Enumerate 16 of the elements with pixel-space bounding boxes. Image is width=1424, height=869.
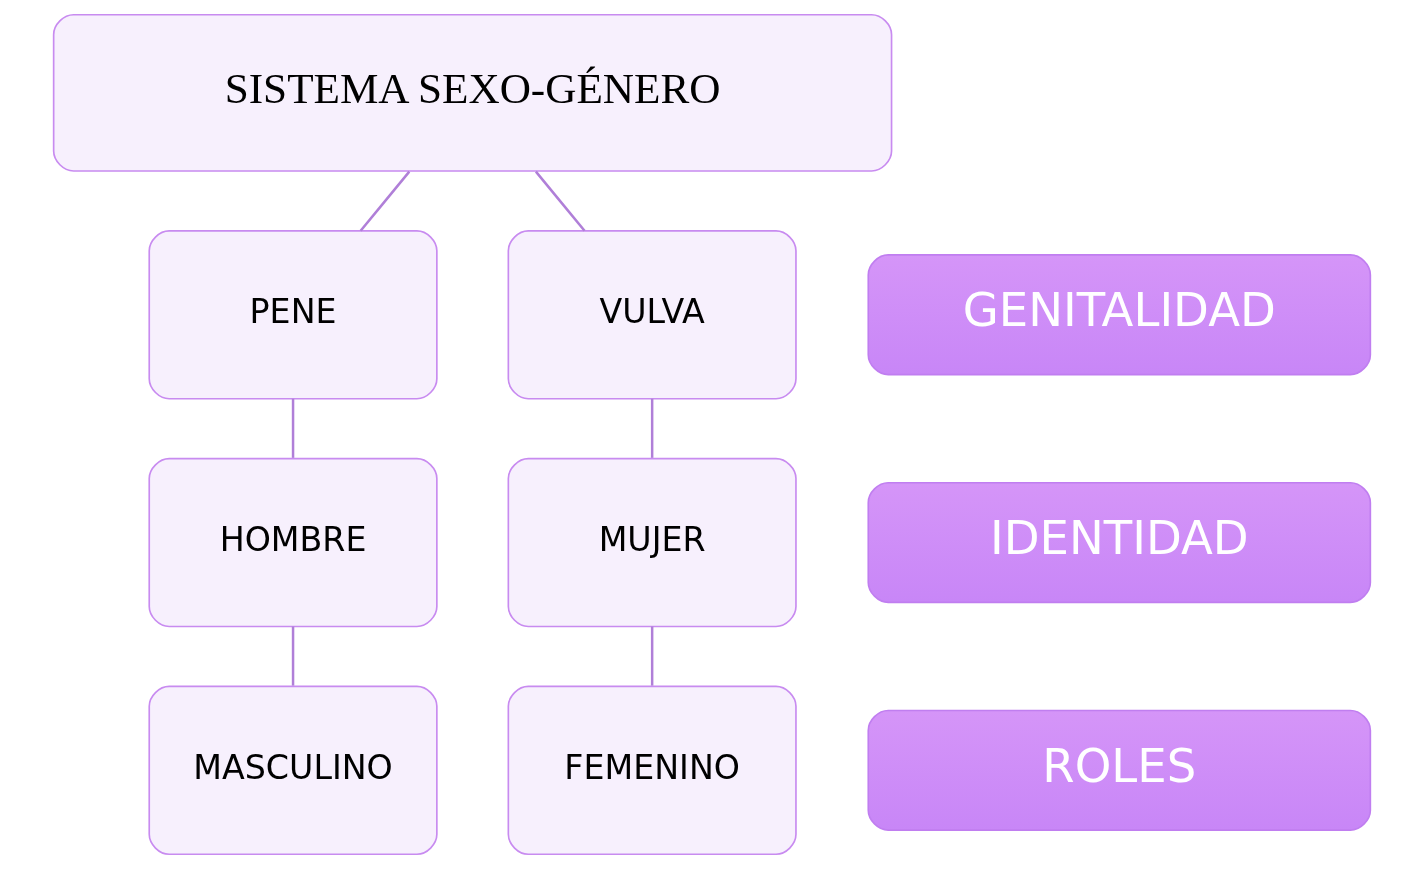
connector <box>534 170 586 232</box>
connector <box>291 398 295 458</box>
node-box: FEMENINO <box>507 685 797 856</box>
node-box: SISTEMA SEXO-GÉNERO <box>52 13 893 172</box>
node-box: PENE <box>148 230 438 400</box>
connector <box>359 170 411 232</box>
node-box: IDENTIDAD <box>867 481 1372 604</box>
connector <box>650 398 654 458</box>
node-box: GENITALIDAD <box>867 254 1372 376</box>
node-box: VULVA <box>507 230 797 400</box>
node-box: HOMBRE <box>148 457 438 628</box>
node-box: ROLES <box>867 709 1372 831</box>
connector <box>650 626 654 686</box>
node-box: MASCULINO <box>148 685 438 856</box>
connector <box>291 626 295 686</box>
node-box: MUJER <box>507 457 797 628</box>
